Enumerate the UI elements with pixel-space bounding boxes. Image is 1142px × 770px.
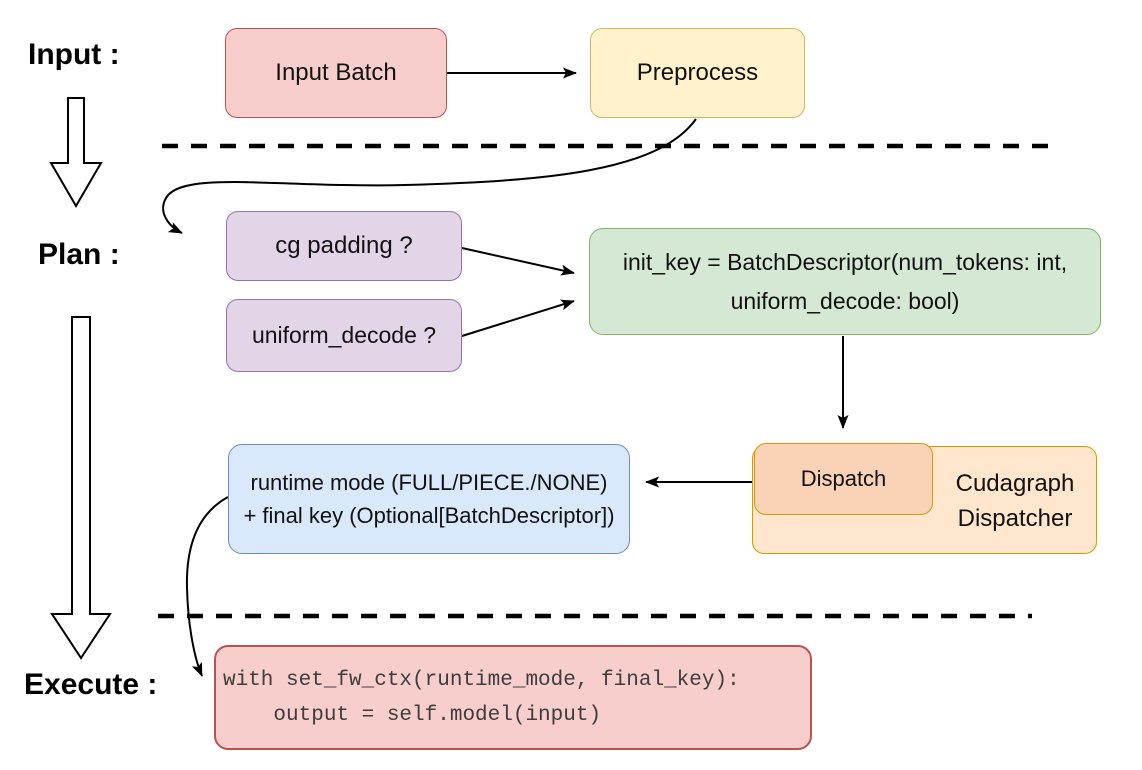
node-uniform-decode-label: uniform_decode ? — [251, 321, 437, 348]
node-runtime-mode: runtime mode (FULL/PIECE./NONE) + final … — [228, 444, 630, 554]
node-dispatch: Dispatch — [754, 443, 933, 515]
node-dispatch-label: Dispatch — [800, 466, 887, 492]
cudagraph-label-line1: Cudagraph — [955, 470, 1075, 497]
node-init-key: init_key = BatchDescriptor(num_tokens: i… — [589, 228, 1101, 335]
plan-section-flow-arrow — [50, 316, 112, 660]
node-input-batch: Input Batch — [225, 28, 447, 118]
node-runtime-mode-line1: runtime mode (FULL/PIECE./NONE) — [250, 470, 608, 495]
node-init-key-line1: init_key = BatchDescriptor(num_tokens: i… — [622, 248, 1068, 275]
input-section-flow-arrow — [49, 97, 103, 208]
node-cg-padding: cg padding ? — [226, 211, 462, 281]
node-cg-padding-label: cg padding ? — [275, 231, 413, 259]
arrow-preprocess-to-cg-padding — [162, 118, 697, 234]
node-input-batch-label: Input Batch — [275, 58, 397, 86]
execute-code-line2: output = self.model(input) — [223, 703, 602, 727]
node-init-key-line2: uniform_decode: bool) — [730, 287, 960, 314]
arrow-runtime-mode-to-execute-code — [185, 496, 229, 677]
node-uniform-decode: uniform_decode ? — [226, 299, 462, 372]
arrow-uniform-decode-to-init-key — [461, 299, 575, 337]
node-runtime-mode-line2: + final key (Optional[BatchDescriptor]) — [243, 503, 615, 528]
cudagraph-label-line2: Dispatcher — [957, 505, 1073, 532]
node-preprocess-label: Preprocess — [636, 58, 759, 86]
execute-section-label: Execute : — [24, 668, 158, 701]
plan-section-label: Plan : — [38, 238, 120, 271]
execute-code-line1: with set_fw_ctx(runtime_mode, final_key)… — [223, 668, 740, 692]
node-cudagraph-dispatcher-label: Cudagraph Dispatcher — [930, 466, 1100, 536]
node-execute-code: with set_fw_ctx(runtime_mode, final_key)… — [214, 645, 812, 750]
input-section-label: Input : — [28, 38, 120, 71]
node-preprocess: Preprocess — [590, 28, 805, 118]
arrow-cg-padding-to-init-key — [461, 247, 575, 276]
